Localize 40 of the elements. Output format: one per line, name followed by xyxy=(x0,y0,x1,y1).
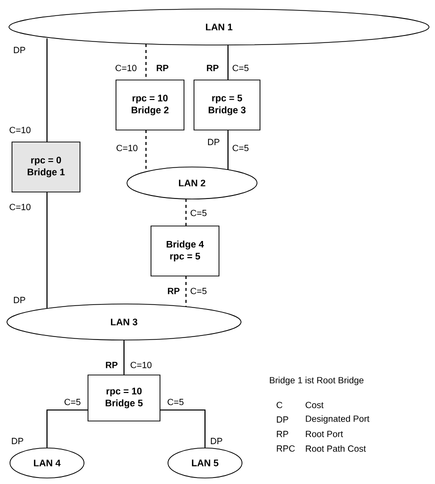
port-label: DP xyxy=(210,438,222,444)
abbreviation: DP xyxy=(276,416,288,423)
port-label: DP xyxy=(208,138,220,146)
bridge-box: rpc = 5 Bridge 3 xyxy=(194,80,260,130)
cost-label: C=5 xyxy=(232,144,248,152)
bridge-box: rpc = 10 Bridge 2 xyxy=(116,80,184,130)
note: Bridge 1 ist Root Bridge xyxy=(270,376,364,386)
bridge-box: Bridge 4 rpc = 5 xyxy=(150,226,220,276)
cost-label: C=10 xyxy=(116,144,138,152)
abbreviation: RPC xyxy=(276,445,295,452)
link-line xyxy=(46,38,48,142)
cost-label: C=5 xyxy=(64,398,80,406)
cost-label: C=5 xyxy=(190,210,207,216)
link-line xyxy=(145,44,147,80)
link-line xyxy=(227,130,229,170)
port-label: RP xyxy=(156,64,168,72)
bridge-box: rpc = 0 Bridge 1 xyxy=(12,142,80,192)
cost-label: C=10 xyxy=(10,126,31,134)
link-line xyxy=(185,276,187,308)
cost-label: C=5 xyxy=(232,64,248,72)
abbreviation: RP xyxy=(276,430,288,438)
link-line xyxy=(227,44,229,80)
abbreviation-meaning: Cost xyxy=(306,402,324,408)
link-line xyxy=(185,198,187,226)
cost-label: C=10 xyxy=(10,204,31,210)
link-line xyxy=(145,130,147,172)
link-line xyxy=(123,340,125,375)
port-label: RP xyxy=(206,64,218,72)
abbreviation: C xyxy=(276,402,282,408)
abbreviation-meaning: Root Port xyxy=(306,430,343,438)
link-line xyxy=(46,192,48,308)
port-label: RP xyxy=(106,362,118,368)
cost-label: C=10 xyxy=(130,362,152,368)
cost-label: C=5 xyxy=(190,288,207,294)
bridge-box: rpc = 10 Bridge 5 xyxy=(88,374,160,422)
abbreviation-meaning: Designated Port xyxy=(306,415,370,424)
cost-label: C=10 xyxy=(116,64,136,72)
abbreviation-meaning: Root Path Cost xyxy=(306,445,366,452)
port-label: RP xyxy=(168,288,180,294)
cost-label: C=5 xyxy=(168,398,184,406)
